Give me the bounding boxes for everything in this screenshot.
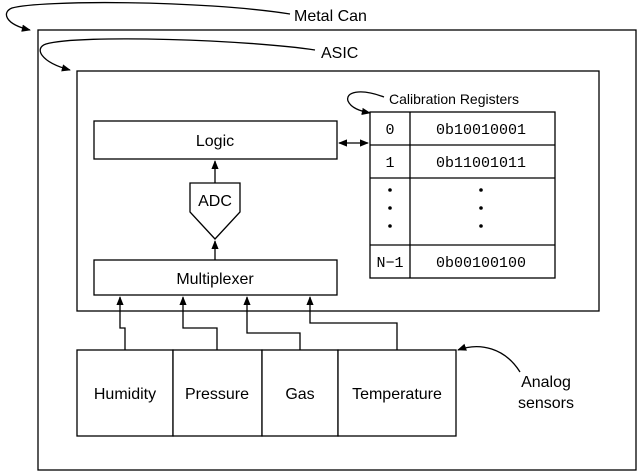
calibration-registers-label: Calibration Registers — [389, 91, 519, 107]
asic-label: ASIC — [321, 45, 358, 62]
asic-callout-arrow — [39, 38, 316, 72]
analog-sensor-array: Humidity Pressure Gas Temperature — [76, 349, 457, 437]
register-index: N−1 — [376, 255, 403, 272]
analog-sensors-label: sensors — [518, 395, 574, 412]
sensor-label: Temperature — [352, 386, 442, 403]
logic-block — [93, 120, 338, 160]
metal-can-label: Metal Can — [294, 8, 367, 25]
pressure-to-mux-connector — [179, 296, 218, 350]
analog-sensors-callout-arrow — [457, 343, 521, 373]
sensor-label: Humidity — [94, 386, 156, 403]
metal-can-callout-arrow — [5, 1, 291, 32]
register-value: 0b00100100 — [436, 255, 526, 272]
pressure-sensor — [172, 349, 263, 437]
temperature-to-mux-connector — [306, 296, 398, 350]
calibration-registers-callout-arrow — [347, 91, 385, 115]
register-value: 0b11001011 — [436, 155, 526, 172]
adc-block — [189, 182, 241, 240]
register-index: 1 — [385, 155, 394, 172]
humidity-to-mux-connector — [116, 296, 126, 350]
register-ellipsis — [388, 188, 483, 228]
gas-sensor — [261, 349, 339, 437]
analog-sensors-label: Analog — [521, 374, 571, 391]
sensor-label: Gas — [285, 386, 314, 403]
register-index: 0 — [385, 122, 394, 139]
gas-to-mux-connector — [243, 296, 301, 350]
sensor-label: Pressure — [185, 386, 249, 403]
register-value: 0b10010001 — [436, 122, 526, 139]
multiplexer-label: Multiplexer — [176, 271, 254, 288]
adc-label: ADC — [198, 193, 232, 210]
calibration-register-table: 0 0b10010001 1 0b11001011 N−1 0b00100100 — [369, 111, 556, 279]
logic-label: Logic — [196, 133, 234, 150]
